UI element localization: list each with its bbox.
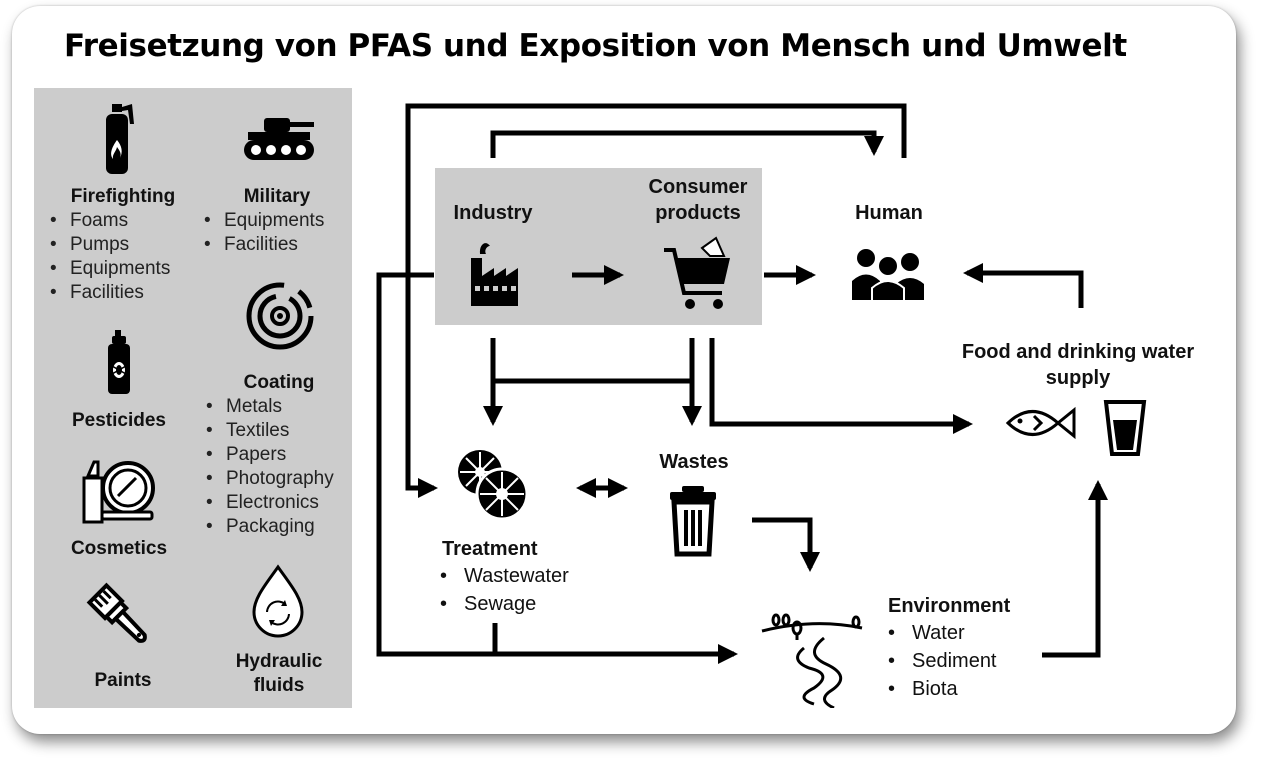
people-icon: [852, 249, 924, 302]
water-glass-icon: [1103, 400, 1147, 456]
river-landscape-icon: [761, 613, 863, 708]
arrow-wastes-to-environment: [752, 517, 820, 572]
spray-can-icon: [108, 330, 130, 394]
list-item: Equipments: [200, 209, 354, 233]
list-item: Equipments: [46, 257, 200, 281]
source-cosmetics: Cosmetics: [42, 538, 196, 560]
node-treatment-items: Wastewater Sewage: [438, 562, 569, 618]
source-coating-items: Metals Textiles Papers Photography Elect…: [202, 395, 356, 539]
source-firefighting: Firefighting Foams Pumps Equipments Faci…: [46, 186, 200, 305]
arrow-consumer-to-food: [709, 338, 973, 434]
node-environment-items: Water Sediment Biota: [886, 619, 997, 703]
arrow-food-to-human: [963, 263, 1084, 308]
node-food-water-label: Food and drinking water supply: [961, 341, 1195, 389]
node-industry-label: Industry: [453, 202, 533, 224]
fire-extinguisher-icon: [106, 104, 134, 174]
shopping-cart-icon: [664, 236, 730, 309]
source-coating-title: Coating: [243, 372, 315, 393]
sources-panel: Firefighting Foams Pumps Equipments Faci…: [34, 88, 352, 708]
node-human-label: Human: [855, 202, 923, 224]
source-pesticides-title: Pesticides: [72, 410, 166, 431]
paintbrush-icon: [86, 582, 147, 643]
source-hydraulic-fluids: Hydraulic fluids: [202, 650, 356, 698]
source-military-items: Equipments Facilities: [200, 209, 354, 257]
arrow-environment-to-food: [1042, 480, 1108, 658]
source-paints: Paints: [46, 670, 200, 692]
list-item: Facilities: [46, 281, 200, 305]
coating-circles-icon: [246, 282, 314, 350]
fish-icon: [1005, 406, 1076, 440]
node-environment-label: Environment: [888, 595, 1011, 617]
source-firefighting-title: Firefighting: [70, 186, 176, 207]
list-item: Biota: [886, 675, 997, 703]
list-item: Metals: [202, 395, 356, 419]
list-item: Papers: [202, 443, 356, 467]
list-item: Pumps: [46, 233, 200, 257]
arrow-human-to-treatment: [405, 103, 907, 498]
source-paints-title: Paints: [94, 670, 152, 691]
pfas-figure: Firefighting Foams Pumps Equipments Faci…: [34, 88, 1216, 708]
list-item: Packaging: [202, 515, 356, 539]
list-item: Facilities: [200, 233, 354, 257]
source-military-title: Military: [243, 186, 311, 207]
source-cosmetics-title: Cosmetics: [70, 538, 168, 559]
flow-diagram: [376, 103, 1147, 708]
node-wastes-label: Wastes: [659, 451, 729, 473]
list-item: Sewage: [438, 590, 569, 618]
source-pesticides: Pesticides: [42, 410, 196, 432]
list-item: Foams: [46, 209, 200, 233]
slide-title: Freisetzung von PFAS und Exposition von …: [64, 28, 1127, 64]
source-hydraulic-fluids-title: Hydraulic fluids: [235, 651, 323, 696]
list-item: Sediment: [886, 647, 997, 675]
list-item: Photography: [202, 467, 356, 491]
source-coating: Coating Metals Textiles Papers Photograp…: [202, 372, 356, 539]
list-item: Electronics: [202, 491, 356, 515]
treatment-discs-icon: [458, 450, 529, 521]
source-military: Military Equipments Facilities: [200, 186, 354, 257]
droplet-icon: [252, 564, 304, 638]
lipstick-mirror-icon: [82, 460, 155, 524]
tank-icon: [244, 118, 314, 160]
trash-can-icon: [670, 486, 716, 557]
node-consumer-products-label: Consumer products: [648, 176, 748, 224]
arrow-industry-to-human: [490, 130, 884, 158]
source-firefighting-items: Foams Pumps Equipments Facilities: [46, 209, 200, 305]
arrow-industry-to-wastes: [493, 378, 702, 426]
arrow-industry-to-environment: [376, 272, 738, 664]
node-treatment-label: Treatment: [442, 538, 538, 560]
factory-icon: [471, 243, 518, 306]
list-item: Wastewater: [438, 562, 569, 590]
list-item: Textiles: [202, 419, 356, 443]
list-item: Water: [886, 619, 997, 647]
